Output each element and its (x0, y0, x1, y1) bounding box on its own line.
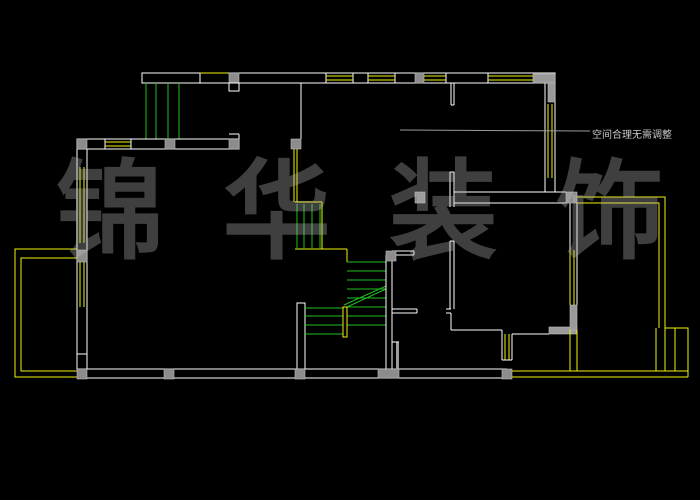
balcony-grid (145, 83, 180, 139)
top-windows (200, 72, 533, 81)
column (228, 72, 240, 84)
column (294, 368, 306, 380)
column (164, 138, 176, 150)
top-wall (141, 72, 556, 84)
annotation-label: 空间合理无需调整 (592, 130, 672, 141)
left-room-top-wall (76, 133, 240, 150)
central-partition (385, 250, 418, 369)
column (76, 368, 88, 380)
column (385, 250, 397, 262)
structural-columns (76, 72, 578, 380)
column (501, 368, 513, 380)
right-wall (544, 83, 578, 331)
upper-stair (295, 201, 348, 262)
annotation-leader (399, 129, 591, 132)
column (163, 368, 175, 380)
column (377, 368, 400, 379)
column (76, 249, 88, 263)
column (565, 191, 578, 204)
column (228, 138, 240, 150)
column (414, 191, 426, 204)
left-balcony (14, 248, 77, 378)
column (76, 138, 88, 150)
right-upper-frame (532, 72, 556, 103)
column (290, 138, 302, 150)
right-room (446, 171, 578, 361)
interior-walls (293, 83, 455, 370)
right-balcony (569, 196, 689, 377)
lower-stair (305, 261, 387, 338)
column (414, 72, 425, 84)
